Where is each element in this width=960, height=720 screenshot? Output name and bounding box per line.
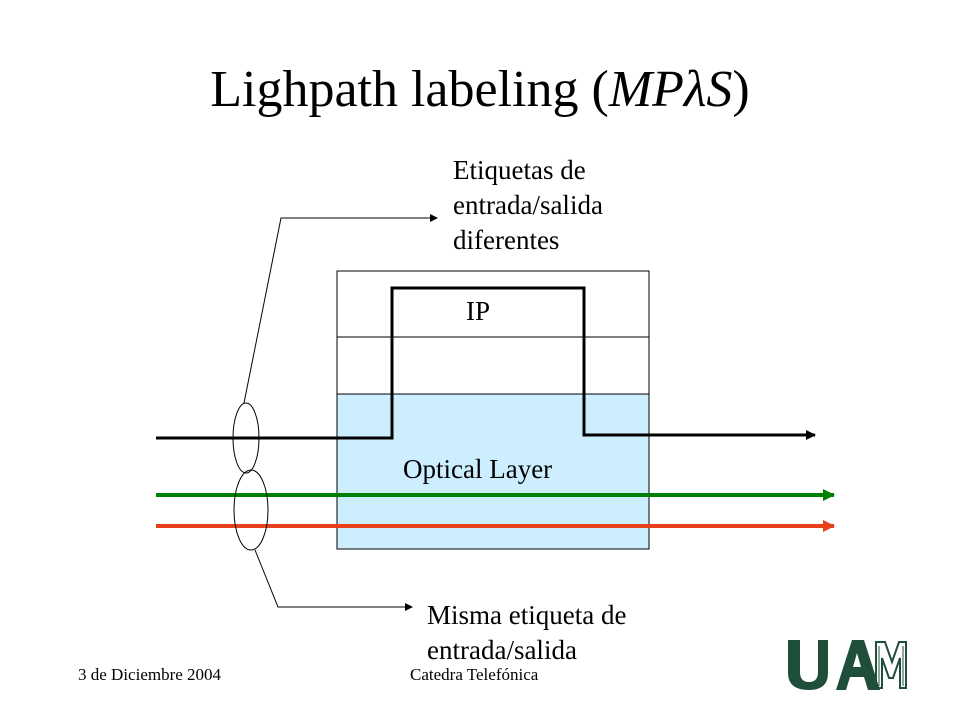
uam-logo [788,640,907,690]
note-line: Etiquetas de [453,155,586,185]
different-labels-note: Etiquetas de entrada/salida diferentes [453,153,603,258]
callout-leader-bottom [254,549,413,611]
title-italic: MPλS [608,61,733,118]
lightpath-black [156,286,816,440]
group-ellipse-top [232,402,260,474]
optical-layer-label: Optical Layer [403,454,553,484]
layer-box-outline [336,270,650,550]
title-prefix: Lighpath labeling ( [210,61,609,118]
optical-layer-fill [337,394,649,549]
ip-layer-label: IP [466,296,491,326]
note-line: entrada/salida [453,190,603,220]
footer-date: 3 de Diciembre 2004 [78,665,222,684]
same-label-note: Misma etiqueta de entrada/salida [427,598,626,668]
callout-leader-top [243,214,438,404]
note-line: entrada/salida [427,635,577,665]
note-line: diferentes [453,225,560,255]
title-suffix: ) [732,61,750,118]
slide-title: Lighpath labeling (MPλS) [0,58,960,122]
group-ellipse-bottom [233,469,269,551]
note-line: Misma etiqueta de [427,600,627,630]
footer-center-text: Catedra Telefónica [410,665,539,684]
